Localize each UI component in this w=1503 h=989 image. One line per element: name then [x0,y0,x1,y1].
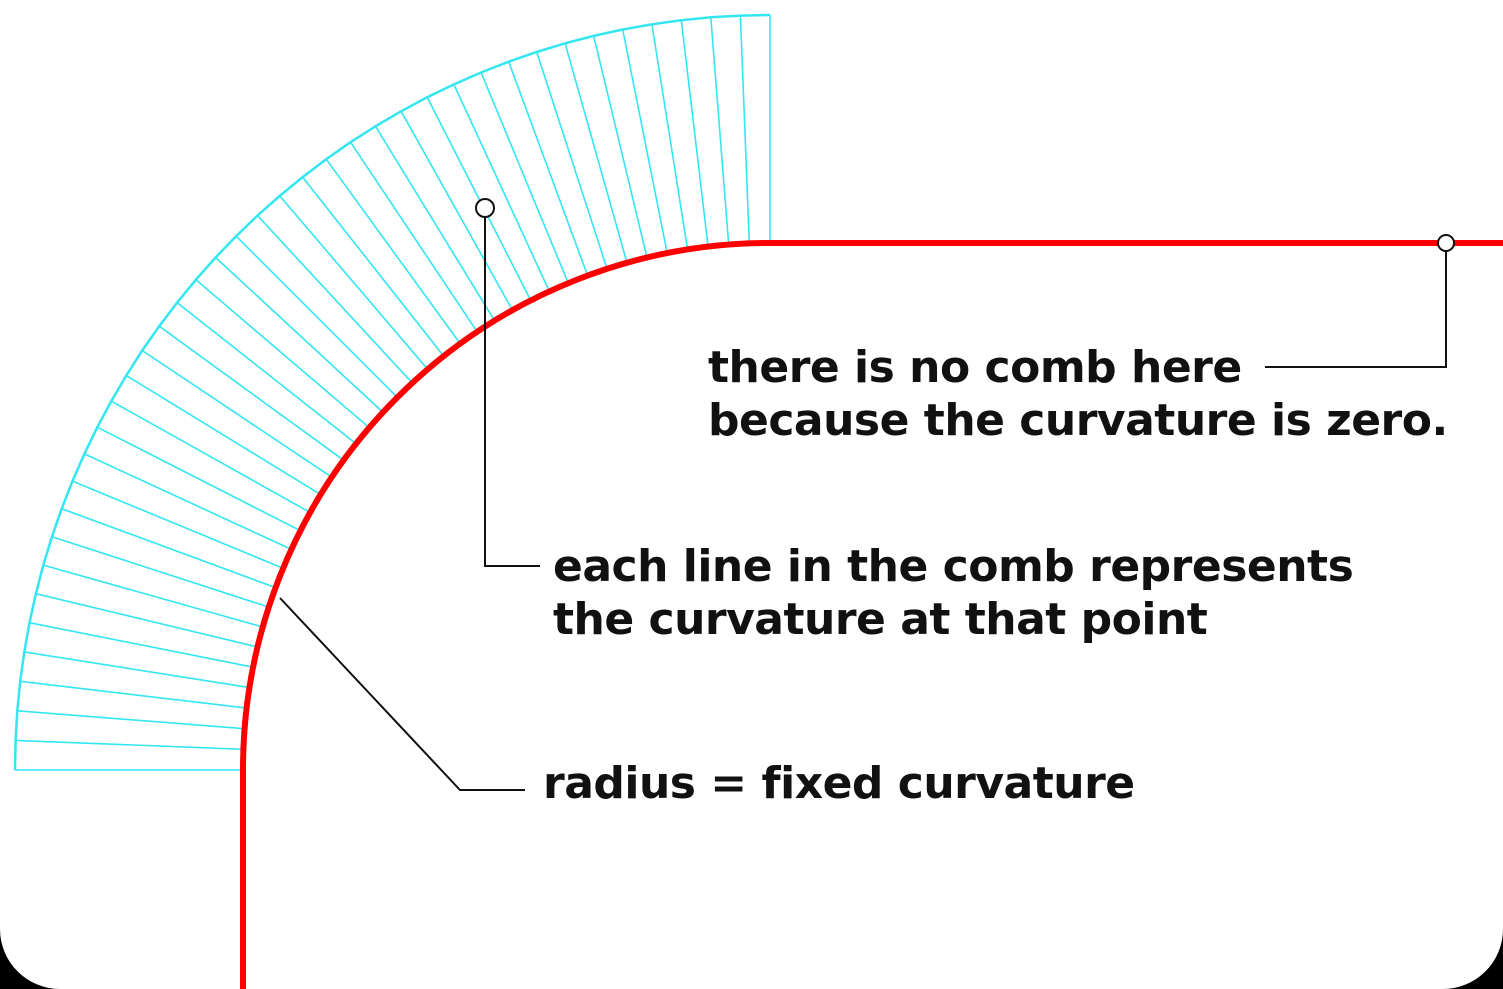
leader-no-comb [1265,234,1455,368]
comb-tooth [535,51,608,270]
comb-tooth [651,24,689,250]
comb-outline [13,13,771,771]
comb-tooth [621,29,668,254]
red-curve [240,240,1503,989]
comb-tooth [176,301,357,445]
curvature-comb [13,13,771,771]
comb-tooth [61,507,276,589]
comb-tooth [325,158,461,345]
radius-label: radius = fixed curvature [543,757,1135,810]
comb-tooth [256,215,413,384]
comb-tooth [739,15,751,244]
comb-tooth [43,564,264,628]
comb-tooth [279,195,429,370]
no-comb-label: there is no comb here because the curvat… [708,341,1448,447]
comb-tooth [235,235,398,398]
comb-tooth [29,621,254,668]
comb-tooth [400,110,514,311]
comb-tooth [374,125,496,322]
comb-tooth [24,651,250,689]
comb-line-label-line2: the curvature at that point [553,594,1208,645]
comb-tooth [507,61,589,276]
comb-tooth [453,84,551,292]
comb-tooth [51,535,270,608]
comb-tooth [592,35,648,258]
radius-label-line1: radius = fixed curvature [543,758,1135,809]
leader-comb-line [475,198,540,567]
comb-tooth [110,400,311,514]
comb-tooth [301,176,445,357]
comb-tooth [96,426,301,532]
leader-radius [279,597,525,791]
no-comb-label-line2: because the curvature is zero. [708,395,1448,446]
comb-tooth [141,349,333,478]
comb-tooth [195,279,370,429]
comb-tooth [480,72,570,284]
comb-tooth [680,20,709,247]
comb-tooth [710,17,730,245]
comb-tooth [564,43,628,264]
comb-tooth [15,739,244,751]
comb-tooth [349,141,478,333]
comb-tooth [20,680,247,709]
comb-tooth [125,374,322,496]
comb-tooth [84,453,292,551]
comb-tooth [158,325,345,461]
comb-line-label-line1: each line in the comb represents [553,541,1354,592]
comb-line-label: each line in the comb represents the cur… [553,540,1354,646]
comb-tooth [35,592,258,648]
no-comb-label-line1: there is no comb here [708,342,1242,393]
comb-tooth [215,256,384,413]
comb-tooth [72,480,284,570]
comb-tooth [17,710,245,730]
comb-tooth [426,96,532,301]
